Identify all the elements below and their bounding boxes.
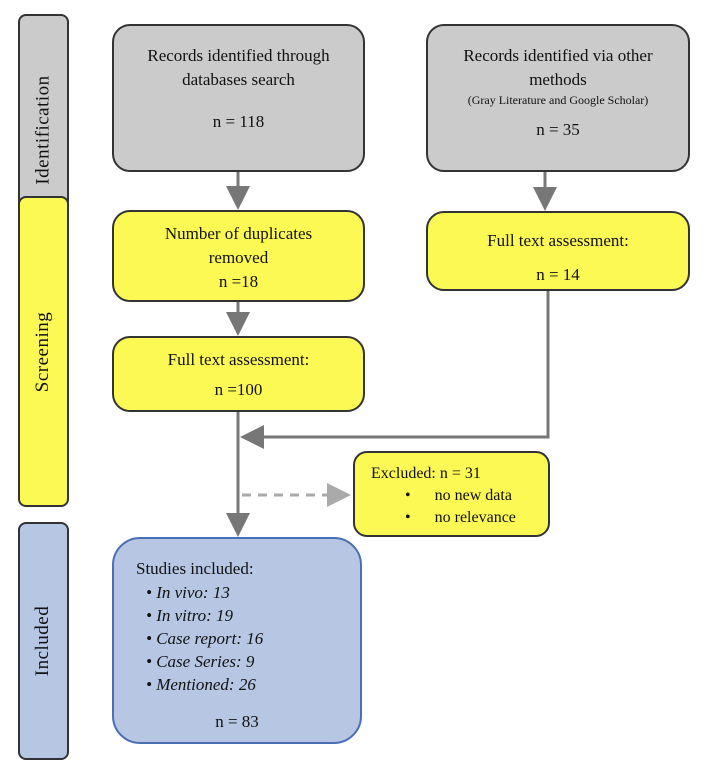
- box-title: Number of duplicates removed: [164, 224, 313, 267]
- arrow-merge-right: [240, 291, 550, 449]
- box-studies-included: Studies included: • In vivo: 13 • In vit…: [112, 537, 362, 744]
- box-title: Excluded: n = 31: [371, 465, 481, 482]
- included-item: • Mentioned: 26: [146, 675, 256, 694]
- included-item: • In vivo: 13: [146, 583, 230, 602]
- box-count: n =100: [214, 380, 263, 399]
- excluded-reasons: • no new data • no relevance: [371, 485, 548, 529]
- box-count: n = 118: [212, 112, 265, 131]
- box-duplicates: Number of duplicates removed n =18: [112, 210, 365, 302]
- box-title: Full text assessment:: [487, 231, 629, 250]
- box-title: Studies included:: [136, 559, 254, 578]
- box-count: n = 35: [536, 120, 580, 139]
- phase-screening: Screening: [18, 196, 69, 507]
- box-fulltext-left: Full text assessment: n =100: [112, 336, 365, 412]
- excluded-reason: • no relevance: [405, 509, 516, 526]
- box-count: n = 14: [536, 265, 580, 284]
- box-fulltext-right: Full text assessment: n = 14: [426, 211, 690, 291]
- box-title: Records identified through databases sea…: [147, 46, 330, 89]
- box-count: n = 83: [215, 712, 259, 731]
- box-other-methods: Records identified via other methods (Gr…: [426, 24, 690, 172]
- box-count: n =18: [218, 272, 259, 291]
- phase-included: Included: [18, 522, 69, 760]
- box-note: (Gray Literature and Google Scholar): [467, 93, 649, 107]
- included-items: • In vivo: 13 • In vitro: 19 • Case repo…: [136, 581, 360, 696]
- box-title: Full text assessment:: [167, 350, 310, 369]
- box-database-search: Records identified through databases sea…: [112, 24, 365, 172]
- excluded-reason: • no new data: [405, 487, 512, 504]
- included-item: • Case Series: 9: [146, 652, 255, 671]
- included-item: • In vitro: 19: [146, 606, 234, 625]
- box-title: Records identified via other methods: [463, 46, 653, 89]
- box-excluded: Excluded: n = 31 • no new data • no rele…: [353, 451, 550, 537]
- included-item: • Case report: 16: [146, 629, 264, 648]
